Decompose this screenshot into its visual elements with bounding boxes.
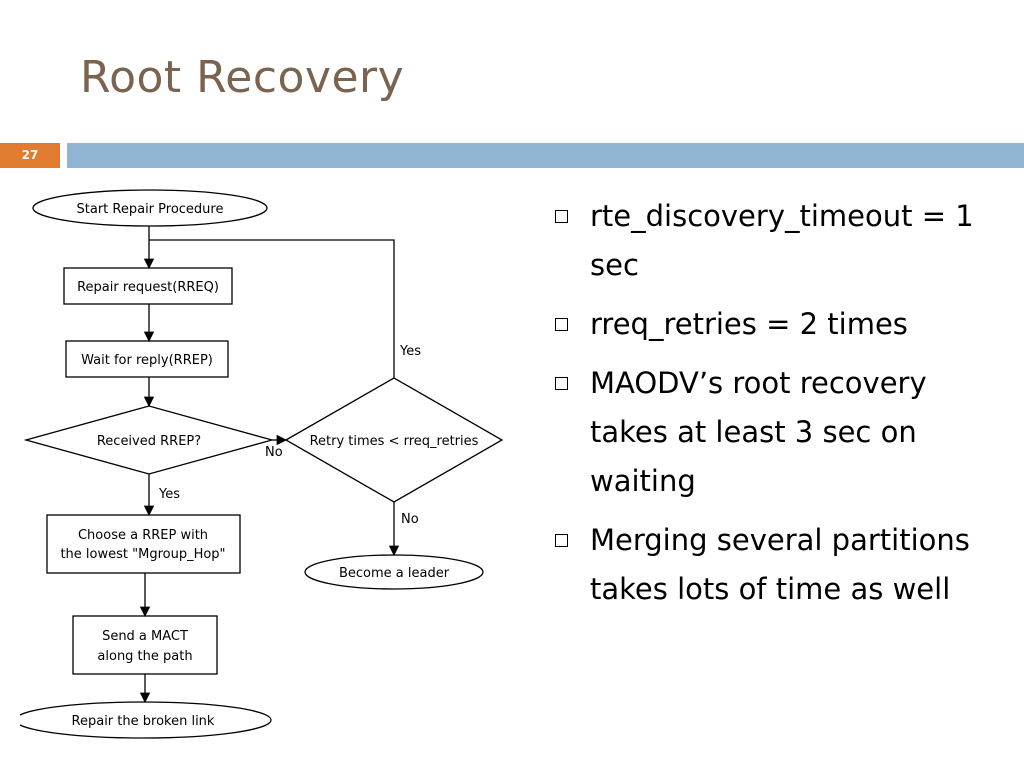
retry-decision [284,377,504,503]
bullet-item: rreq_retries = 2 times [555,300,1005,349]
leader-label: Become a leader [339,566,450,581]
yes-label-retry: Yes [399,344,421,359]
flowchart-diagram: Start Repair Procedure Repair request(RR… [20,189,504,739]
no-label-received: No [265,445,283,460]
yes-label-received: Yes [158,487,180,502]
repair-request-box [63,267,233,305]
choose-rrep-label-1: Choose a RREP with [78,528,208,543]
bullet-item: rte_discovery_timeout = 1 sec [555,192,1005,290]
start-terminal [32,189,268,227]
bullet-item: MAODV’s root recovery takes at least 3 s… [555,359,1005,506]
square-bullet-icon [555,318,568,331]
start-label: Start Repair Procedure [77,202,224,217]
send-mact-label-2: along the path [97,649,192,664]
no-label-retry: No [401,512,419,527]
bullet-text: rte_discovery_timeout = 1 sec [590,199,974,282]
bullet-list: rte_discovery_timeout = 1 sec rreq_retri… [555,192,1005,624]
choose-rrep-label-2: the lowest "Mgroup_Hop" [60,547,225,562]
bullet-text: rreq_retries = 2 times [590,307,908,341]
slide-number: 27 [0,143,60,168]
repair-request-label: Repair request(RREQ) [77,280,219,295]
square-bullet-icon [555,534,568,547]
bullet-item: Merging several partitions takes lots of… [555,516,1005,614]
header-bar [67,143,1024,168]
slide-title: Root Recovery [80,52,405,103]
repair-link-label: Repair the broken link [72,714,215,729]
bullet-text: MAODV’s root recovery takes at least 3 s… [590,366,927,498]
send-mact-box [72,615,218,675]
choose-rrep-box [46,514,241,574]
square-bullet-icon [555,210,568,223]
retry-decision-label: Retry times < rreq_retries [310,434,479,449]
wait-reply-label: Wait for reply(RREP) [81,353,213,368]
loop-back-line [149,239,395,378]
send-mact-label-1: Send a MACT [102,629,188,644]
bullet-text: Merging several partitions takes lots of… [590,523,970,606]
square-bullet-icon [555,377,568,390]
received-rrep-label: Received RREP? [97,434,201,449]
